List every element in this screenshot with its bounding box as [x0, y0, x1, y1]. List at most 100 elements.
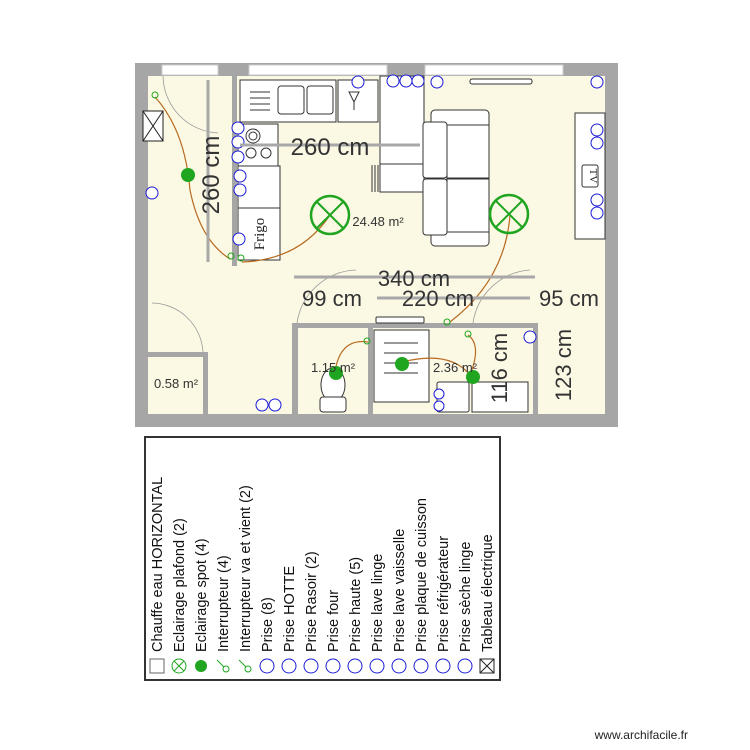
switch-icon [151, 91, 159, 99]
high-socket-icon [399, 74, 413, 88]
sockets [145, 74, 604, 412]
closet-wall-top [148, 352, 208, 357]
legend-label: Prise HOTTE [282, 565, 298, 652]
legend-item: Prise sèche linge [457, 542, 474, 674]
legend-label: Prise plaque de cuisson [414, 498, 430, 652]
radiator [469, 78, 533, 85]
razor-socket-icon [433, 388, 445, 400]
hood-socket-icon [281, 658, 297, 674]
dimension-bath-height: 116 cm [487, 333, 512, 404]
closet-wall-right [203, 352, 208, 414]
dimension-kitchen-width: 260 cm [291, 134, 370, 161]
wire [241, 214, 331, 263]
legend-item: Prise plaque de cuisson [413, 498, 430, 674]
dimension-bath-width: 220 cm [402, 286, 474, 311]
electrical-panel-icon [479, 658, 495, 674]
legend-label: Interrupteur (4) [216, 555, 232, 652]
legend-item: Interrupteur (4) [216, 555, 232, 673]
two-way-switch-icon [227, 252, 235, 260]
dimension-right-height: 123 cm [551, 329, 576, 401]
oven-socket-icon [231, 121, 245, 135]
spot-light-icon [181, 168, 195, 182]
legend-item: Prise haute (5) [347, 557, 364, 674]
tv [581, 164, 599, 188]
sofa-seat [446, 124, 490, 179]
legend-label: Interrupteur va et vient (2) [238, 485, 254, 652]
two-way-switch-icon [238, 659, 252, 673]
high-socket-icon [386, 74, 400, 88]
legend-item: Chauffe eau HORIZONTAL [149, 477, 166, 674]
legend-item: Prise réfrigérateur [435, 536, 452, 674]
water-heater-icon [149, 658, 165, 674]
legend-label: Prise (8) [260, 597, 276, 652]
window [424, 64, 564, 76]
legend-item: Interrupteur va et vient (2) [238, 485, 254, 673]
high-socket-icon [233, 183, 247, 197]
legend-label: Prise lave vaisselle [392, 529, 408, 652]
door-swing [296, 269, 357, 324]
legend-label: Eclairage spot (4) [194, 538, 210, 652]
fridge-label: Frigo [252, 218, 268, 251]
fridge-socket-icon [232, 232, 246, 246]
doors [151, 75, 531, 353]
sofa-cushion [422, 121, 448, 179]
legend-box [144, 436, 501, 681]
wire [449, 214, 511, 323]
door-swing [472, 269, 531, 324]
tv-label: TV [587, 169, 599, 184]
towel-rail [375, 316, 425, 324]
socket-icon [523, 330, 537, 344]
hob-socket-icon [413, 658, 429, 674]
legend-label: Prise Rasoir (2) [304, 551, 320, 652]
legend-label: Prise sèche linge [458, 542, 474, 652]
legend-item: Prise four [325, 590, 342, 674]
high-socket-icon [233, 169, 247, 183]
legend-label: Chauffe eau HORIZONTAL [150, 477, 166, 652]
switch-icon [363, 337, 371, 345]
window [248, 64, 388, 76]
wc-wall-left [292, 323, 298, 414]
dimension-lines [206, 80, 535, 300]
lights [151, 91, 530, 384]
legend-label: Prise réfrigérateur [436, 536, 452, 652]
socket-icon [430, 75, 444, 89]
legend-item: Prise HOTTE [281, 565, 298, 674]
legend-item: Prise lave vaisselle [391, 529, 408, 674]
spot-light-icon [466, 370, 480, 384]
fridge-socket-icon [435, 658, 451, 674]
dimension-right-width: 95 cm [539, 286, 599, 311]
door-swing [151, 302, 204, 353]
socket-icon [259, 658, 275, 674]
toilet-tank [319, 396, 347, 413]
sofa-cushion [422, 178, 448, 236]
bath-wall-right [533, 323, 538, 414]
dishwasher-socket-icon [351, 75, 365, 89]
dryer-socket-icon [255, 398, 269, 412]
area-bathroom: 2.36 m² [433, 360, 478, 375]
washer-socket-icon [369, 658, 385, 674]
area-wc: 1.15 m² [311, 360, 356, 375]
socket-icon [590, 193, 604, 207]
socket-icon [590, 136, 604, 150]
ceiling-light-icon [309, 194, 351, 236]
razor-socket-icon [433, 400, 445, 412]
legend-item: Prise (8) [259, 597, 276, 674]
spot-light-icons [181, 168, 480, 384]
watermark: www.archifacile.fr [594, 728, 688, 742]
area-closet: 0.58 m² [154, 376, 199, 391]
legend-item: Tableau électrique [479, 534, 496, 674]
switch-icon [216, 659, 230, 673]
legend-item: Prise Rasoir (2) [303, 551, 320, 674]
bathroom-wall [292, 323, 538, 328]
legend-item: Eclairage plafond (2) [171, 518, 188, 674]
razor-socket-icon [303, 658, 319, 674]
wine-glass-icon [348, 91, 360, 110]
sink-basin [277, 85, 305, 115]
oven-socket-icon [325, 658, 341, 674]
kitchen-island [379, 75, 425, 193]
legend-label: Prise lave linge [370, 554, 386, 652]
spot-light-icon [395, 357, 409, 371]
socket-icon [145, 186, 159, 200]
dryer-socket-icon [457, 658, 473, 674]
sink-basin [306, 85, 334, 115]
